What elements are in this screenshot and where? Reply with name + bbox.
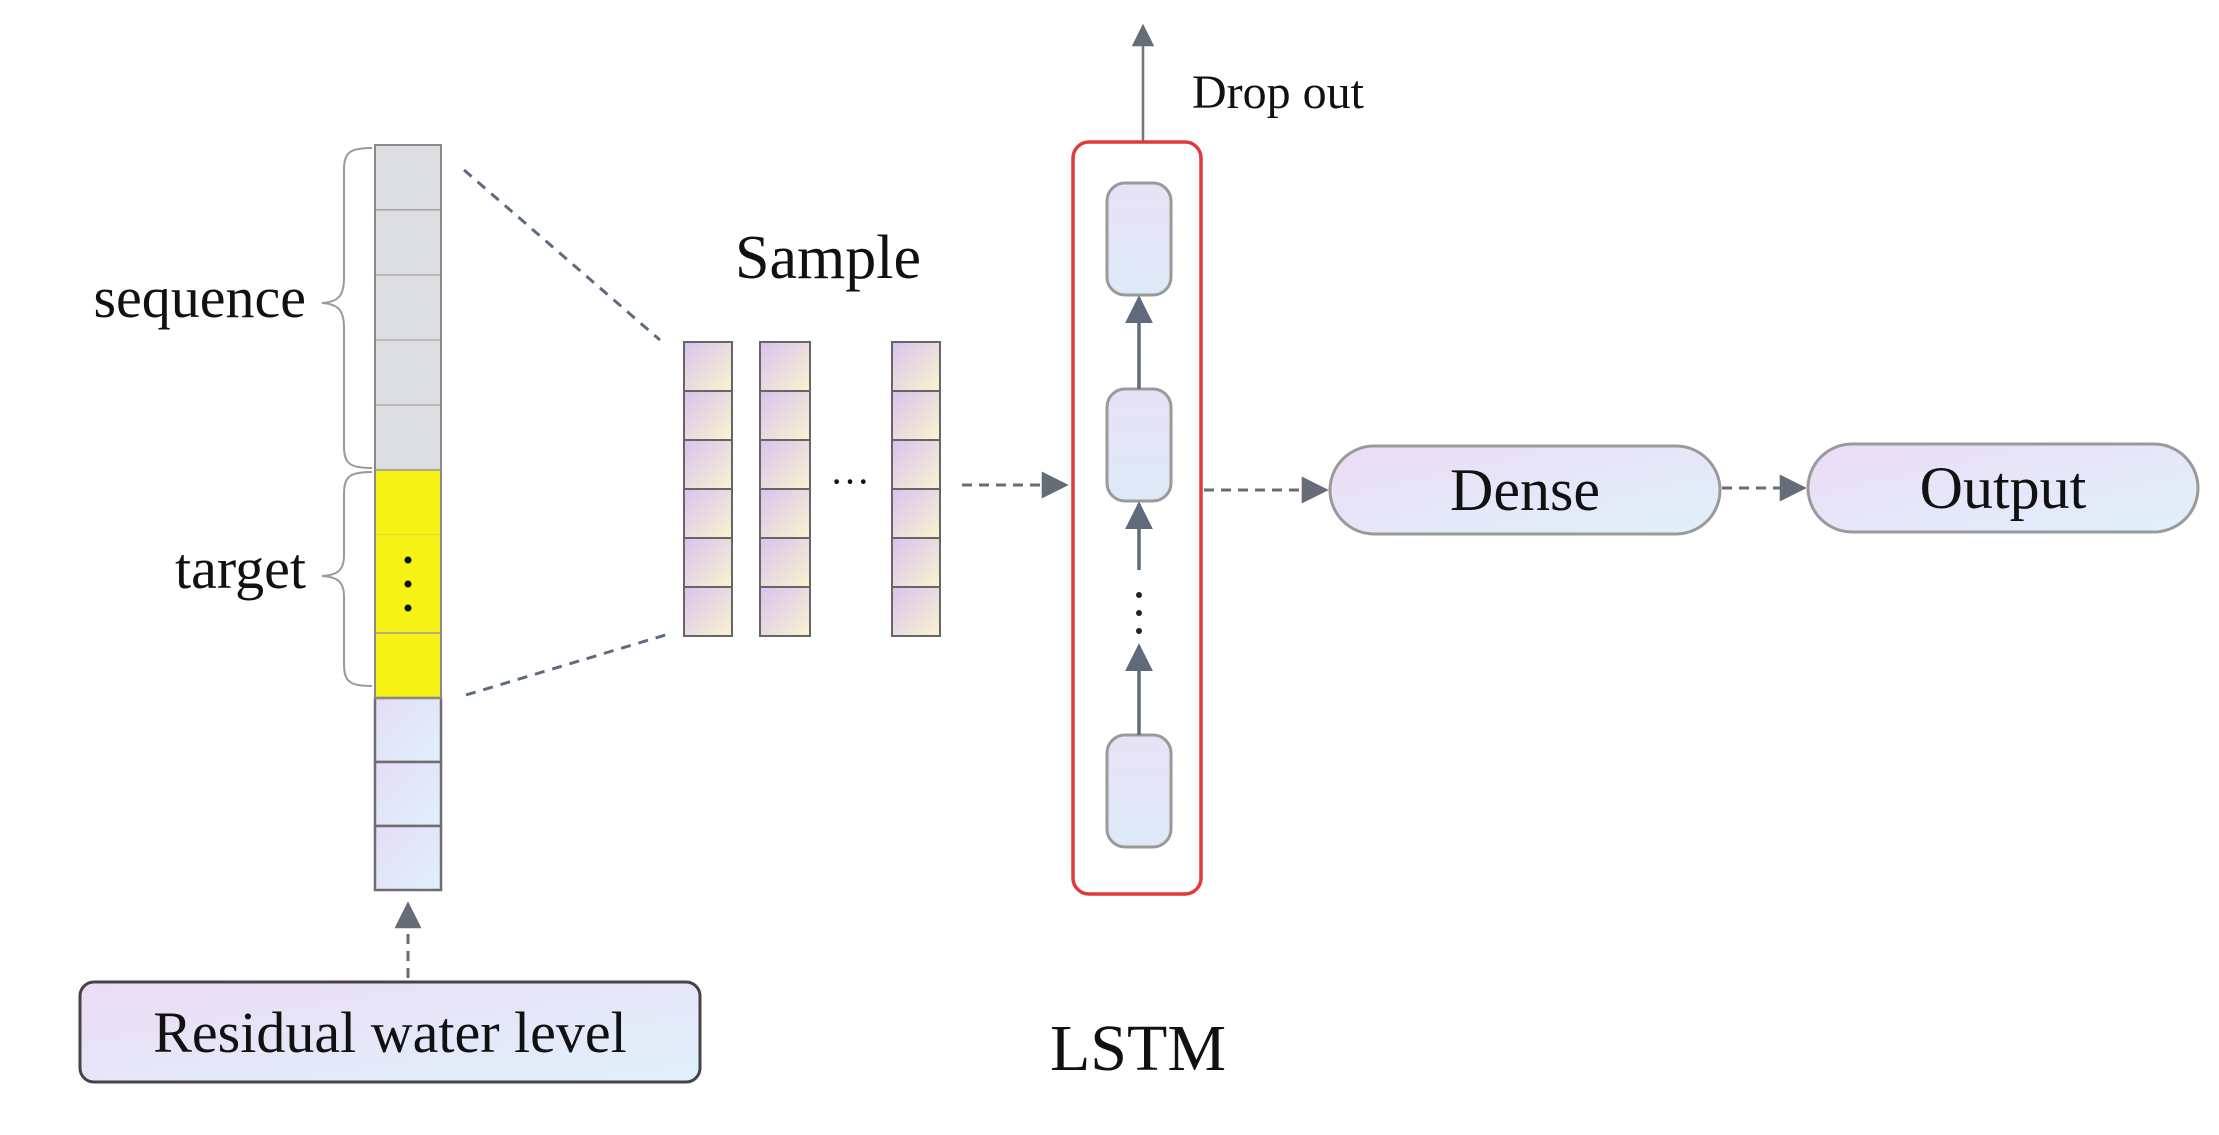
sequence-cell	[374, 144, 442, 211]
sequence-cell	[374, 404, 442, 471]
drop-out-label: Drop out	[1192, 66, 1365, 119]
target-cell	[374, 469, 442, 536]
sequence-cell	[374, 339, 442, 406]
target-cell	[374, 632, 442, 699]
lstm-frame	[1071, 140, 1203, 896]
target-vertical-dots	[404, 556, 412, 612]
dense-label: Dense	[1450, 457, 1600, 523]
dense-box	[1328, 444, 1722, 536]
sample-cell	[759, 586, 811, 637]
sequence-cell	[374, 274, 442, 341]
sample-cell	[683, 488, 733, 539]
output-box	[1806, 442, 2200, 534]
lstm-cell	[1105, 181, 1173, 297]
sample-cell	[759, 537, 811, 588]
sample-cell	[891, 390, 941, 441]
lstm-vertical-dots	[1136, 592, 1142, 634]
sample-cell	[759, 439, 811, 490]
input-sequence-column	[373, 144, 443, 892]
target-label: target	[175, 536, 306, 601]
sample-cell	[891, 537, 941, 588]
sample-cell	[891, 439, 941, 490]
sample-stack	[683, 341, 733, 637]
remaining-cell	[373, 824, 443, 892]
zoom-line-top	[463, 168, 661, 342]
sample-cell	[891, 586, 941, 637]
output-label: Output	[1920, 455, 2087, 521]
lstm-cell	[1105, 387, 1173, 503]
sequence-label: sequence	[93, 265, 306, 330]
sample-stack	[759, 341, 811, 637]
target-brace	[321, 471, 373, 687]
sample-cell	[759, 390, 811, 441]
residual-water-level-label: Residual water level	[153, 1000, 627, 1065]
sample-cell	[683, 341, 733, 392]
residual-water-level-box	[78, 980, 702, 1084]
sample-cell	[683, 586, 733, 637]
column-outline	[374, 144, 442, 699]
sample-cell	[891, 341, 941, 392]
lstm-cell	[1105, 733, 1173, 849]
lstm-label: LSTM	[1050, 1012, 1226, 1085]
sample-cell	[759, 341, 811, 392]
zoom-line-bottom	[465, 631, 673, 697]
remaining-cell	[373, 760, 443, 828]
sequence-brace	[321, 147, 373, 469]
sample-stack	[891, 341, 941, 637]
sample-cell	[683, 439, 733, 490]
sample-cell	[891, 488, 941, 539]
sequence-cell	[374, 209, 442, 276]
remaining-cell	[373, 696, 443, 764]
sample-ellipsis: ···	[830, 459, 870, 504]
sample-cell	[683, 390, 733, 441]
sample-cell	[759, 488, 811, 539]
sample-label: Sample	[735, 224, 921, 292]
sample-cell	[683, 537, 733, 588]
